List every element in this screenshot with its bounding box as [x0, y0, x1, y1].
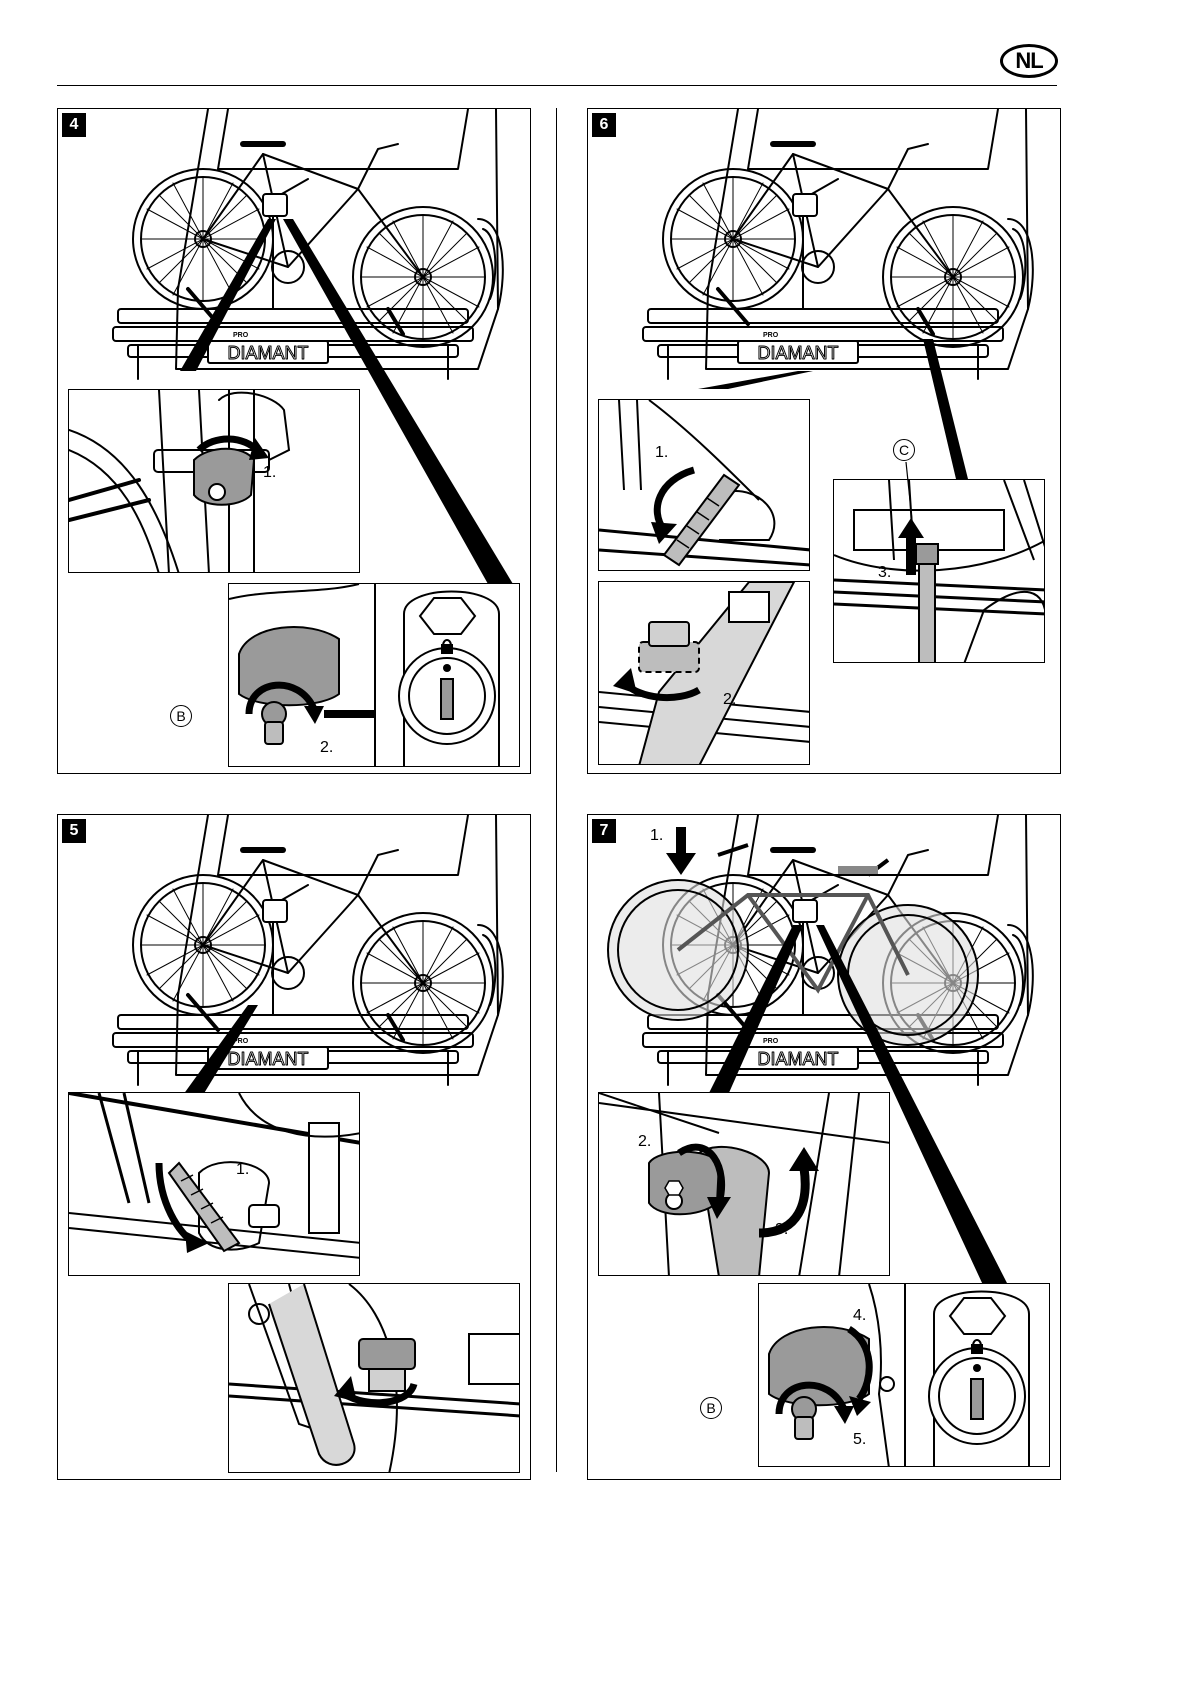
step-7-number: 7	[592, 819, 616, 843]
step-6-label-2: 2.	[723, 691, 736, 709]
step-6-number: 6	[592, 113, 616, 137]
language-badge: NL	[1000, 44, 1058, 78]
strap-icon	[169, 1163, 239, 1251]
strap-icon	[916, 544, 938, 663]
lock-knob-icon	[359, 1339, 415, 1391]
step-7-callout-b: B	[700, 1397, 722, 1419]
step-7-label-5: 5.	[853, 1431, 866, 1449]
step-6-panel: 6	[587, 108, 1061, 774]
step-6-inset-3	[833, 479, 1045, 663]
step-7-label-3: 3.	[775, 1221, 788, 1239]
padlock-icon	[399, 598, 495, 744]
key-icon	[262, 702, 286, 744]
step-4-panel: 4	[57, 108, 531, 774]
step-7-label-4: 4.	[853, 1307, 866, 1325]
column-divider	[556, 108, 557, 1472]
lock-knob-icon	[649, 1152, 719, 1215]
lock-knob-icon	[639, 622, 699, 672]
step-4-number: 4	[62, 113, 86, 137]
step-7-panel: 7	[587, 814, 1061, 1480]
step-6-callout-c: C	[893, 439, 915, 461]
step-6-inset-1	[598, 399, 810, 571]
header-rule	[57, 85, 1057, 86]
step-5-inset-1	[68, 1092, 360, 1276]
step-4-inset-2	[228, 583, 520, 767]
lock-knob-icon	[194, 449, 254, 505]
step-5-panel: 5	[57, 814, 531, 1480]
step-5-inset-2	[228, 1283, 520, 1473]
step-5-label-1: 1.	[236, 1161, 249, 1179]
key-icon	[792, 1397, 816, 1439]
step-6-inset-2	[598, 581, 810, 765]
step-4-inset-1	[68, 389, 360, 573]
arrow-icon	[666, 827, 696, 875]
step-7-label-2: 2.	[638, 1133, 651, 1151]
step-4-label-2: 2.	[320, 739, 333, 757]
step-6-label-3: 3.	[878, 564, 891, 582]
step-7-inset-1	[598, 1092, 890, 1276]
step-7-inset-2	[758, 1283, 1050, 1467]
step-5-number: 5	[62, 819, 86, 843]
padlock-icon	[929, 1298, 1025, 1444]
step-4-callout-b: B	[170, 705, 192, 727]
step-6-label-1: 1.	[655, 444, 668, 462]
strap-icon	[664, 475, 739, 565]
step-4-label-1: 1.	[263, 464, 276, 482]
step-7-label-1: 1.	[650, 827, 663, 845]
